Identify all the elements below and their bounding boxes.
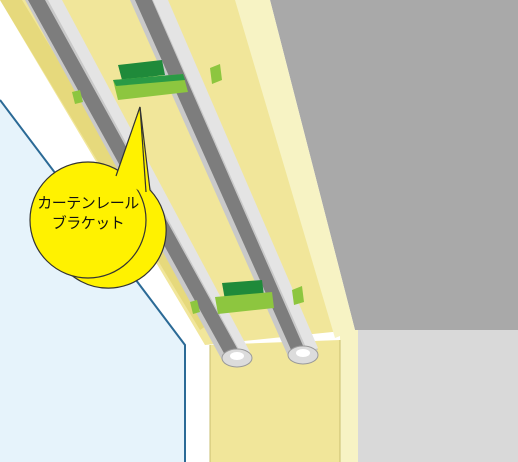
callout-bubble [29, 106, 167, 289]
right-wall [340, 330, 518, 462]
bracket-top [113, 60, 188, 100]
bracket-clip-left [72, 90, 83, 104]
bracket-clip-bottom [292, 286, 304, 305]
bracket-bottom [215, 280, 274, 314]
bracket-clip-bottom-left [190, 300, 200, 314]
casing-edge [235, 0, 355, 338]
ceiling [270, 0, 518, 330]
casing-front-edge [340, 330, 358, 462]
casing-front [210, 340, 340, 462]
bracket-clip-top [210, 64, 222, 84]
